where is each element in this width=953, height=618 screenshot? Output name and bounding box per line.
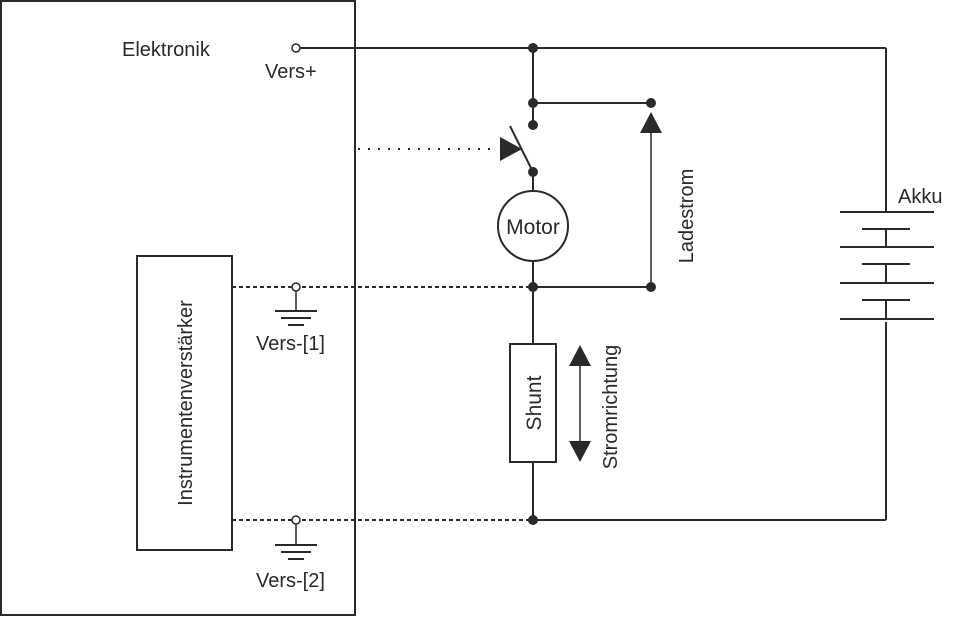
bottom-junction-node xyxy=(528,515,538,525)
battery-symbol xyxy=(840,211,934,320)
motor-label: Motor xyxy=(506,216,560,239)
electronics-box xyxy=(0,0,356,616)
vers-minus-1-terminal xyxy=(291,282,301,292)
current-direction-label: Stromrichtung xyxy=(600,345,622,470)
charging-current-label: Ladestrom xyxy=(676,169,698,264)
electronics-label: Elektronik xyxy=(122,39,211,61)
battery-label: Akku xyxy=(898,186,942,208)
vers-minus-1-label: Vers-[1] xyxy=(256,333,325,355)
bypass-top-node xyxy=(646,98,656,108)
vers-plus-label: Vers+ xyxy=(265,61,317,83)
instrument-amplifier-label: Instrumentenverstärker xyxy=(175,300,197,506)
vers-plus-terminal xyxy=(291,43,301,53)
switch-top-contact xyxy=(528,120,538,130)
ground-1-icon xyxy=(275,291,317,326)
ground-2-icon xyxy=(275,524,317,560)
vers-minus-2-terminal xyxy=(291,515,301,525)
switch-control-arrow xyxy=(500,137,522,161)
instrument-amplifier-box xyxy=(136,255,233,551)
charging-arrow-head xyxy=(640,112,662,133)
current-direction-arrow xyxy=(569,345,591,462)
vers-minus-2-label: Vers-[2] xyxy=(256,570,325,592)
shunt-label: Shunt xyxy=(523,375,546,430)
